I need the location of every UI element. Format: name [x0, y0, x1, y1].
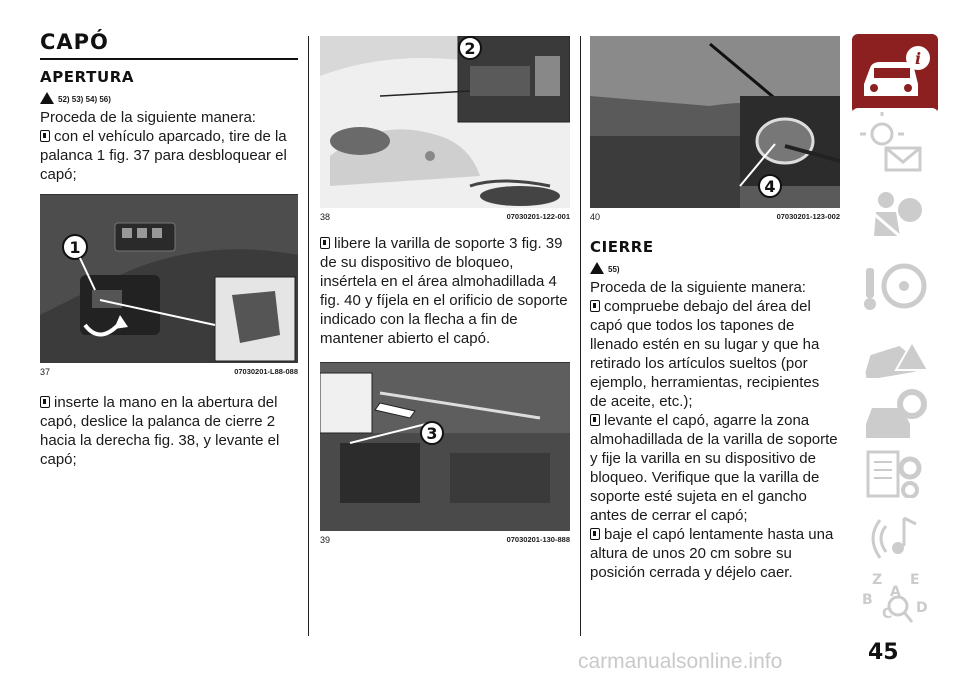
callout-1: 1 [69, 238, 80, 257]
figure-code: 07030201-122-001 [506, 212, 570, 221]
callout-3: 3 [426, 424, 437, 443]
maintenance-icon [866, 389, 927, 438]
bullet-icon [320, 237, 330, 249]
safety-airbag-icon [873, 192, 922, 240]
svg-text:i: i [915, 49, 921, 68]
column-right: 4 40 07030201-123-002 CIERRE 55) Proceda… [590, 36, 840, 582]
cierre-step-2: levante el capó, agarre la zona almohadi… [590, 411, 840, 525]
svg-text:Z: Z [872, 572, 882, 588]
column-divider [308, 36, 309, 636]
cierre-step-1: compruebe debajo del área del capó que t… [590, 297, 840, 411]
bullet-icon [40, 130, 50, 142]
bullet-icon [590, 414, 600, 426]
index-search-icon: Z E A B C D [862, 572, 928, 623]
warning-triangle-icon [590, 262, 604, 274]
dashboard-warning-icon [860, 112, 922, 172]
column-divider [580, 36, 581, 636]
figure-40: 4 40 07030201-123-002 [590, 36, 840, 222]
figure-code: 07030201-130-888 [506, 535, 570, 544]
callout-4: 4 [764, 177, 775, 196]
figure-38-caption: 38 07030201-122-001 [320, 212, 570, 222]
tab-car-info[interactable]: i [852, 34, 938, 114]
step-text: inserte la mano en la abertura del capó,… [40, 394, 280, 468]
tab-safety[interactable] [852, 178, 938, 258]
figure-38: 2 38 07030201-122-001 [320, 36, 570, 222]
figure-37-image: 1 [40, 195, 298, 363]
cierre-intro: Proceda de la siguiente manera: [590, 279, 806, 296]
figure-37: 1 37 07030201-L88-088 [40, 194, 298, 377]
cierre-step-3: baje el capó lentamente hasta una altura… [590, 525, 840, 582]
page-number: 45 [868, 640, 899, 665]
tab-index[interactable]: Z E A B C D [852, 560, 938, 640]
warning-refs: 52) 53) 54) 56) [58, 95, 111, 104]
title-rule [40, 58, 298, 60]
svg-text:B: B [862, 592, 873, 608]
car-info-icon: i [864, 46, 930, 96]
cierre-warnings: 55) [590, 260, 840, 274]
figure-39-image: 3 [320, 363, 570, 531]
figure-number: 37 [40, 367, 51, 377]
callout-2: 2 [464, 39, 475, 58]
step-text: compruebe debajo del área del capó que t… [590, 298, 820, 410]
figure-code: 07030201-123-002 [776, 212, 840, 221]
emergency-icon [865, 339, 930, 381]
column-middle: 2 38 07030201-122-001 libere la varilla … [320, 36, 570, 545]
warning-refs: 55) [608, 265, 620, 274]
tab-start-drive[interactable] [852, 248, 938, 328]
apertura-heading: APERTURA [40, 68, 135, 86]
figure-number: 40 [590, 212, 601, 222]
step-text: levante el capó, agarre la zona almohadi… [590, 412, 838, 524]
figure-40-caption: 40 07030201-123-002 [590, 212, 840, 222]
figure-38-image: 2 [320, 36, 570, 208]
step-text: con el vehículo aparcado, tire de la pal… [40, 128, 287, 183]
warning-triangle-icon [40, 92, 54, 104]
svg-text:A: A [890, 584, 901, 600]
apertura-step-2: inserte la mano en la abertura del capó,… [40, 393, 298, 469]
key-steering-icon [864, 263, 927, 310]
svg-text:D: D [916, 600, 928, 616]
bullet-icon [590, 528, 600, 540]
bullet-icon [40, 396, 50, 408]
figure-40-image: 4 [590, 36, 840, 208]
tab-dashboard[interactable] [852, 108, 938, 188]
svg-text:E: E [910, 572, 920, 588]
specs-settings-icon [866, 450, 922, 499]
watermark: carmanualsonline.info [578, 650, 783, 673]
figure-39: 3 39 07030201-130-888 [320, 362, 570, 545]
figure-37-caption: 37 07030201-L88-088 [40, 367, 298, 377]
section-title: CAPÓ [40, 30, 109, 54]
step-text: baje el capó lentamente hasta una altura… [590, 526, 834, 581]
figure-39-caption: 39 07030201-130-888 [320, 535, 570, 545]
apertura-step-3: libere la varilla de soporte 3 fig. 39 d… [320, 234, 570, 348]
multimedia-icon [871, 516, 917, 559]
cierre-heading: CIERRE [590, 238, 654, 256]
figure-number: 38 [320, 212, 331, 222]
svg-text:C: C [882, 606, 892, 622]
column-left: CAPÓ APERTURA 52) 53) 54) 56) Proceda de… [40, 30, 298, 469]
apertura-intro: Proceda de la siguiente manera: [40, 109, 256, 126]
apertura-step-1: con el vehículo aparcado, tire de la pal… [40, 127, 298, 184]
step-text: libere la varilla de soporte 3 fig. 39 d… [320, 235, 568, 347]
apertura-warnings: 52) 53) 54) 56) [40, 90, 298, 104]
bullet-icon [590, 300, 600, 312]
figure-code: 07030201-L88-088 [234, 367, 298, 376]
figure-number: 39 [320, 535, 331, 545]
